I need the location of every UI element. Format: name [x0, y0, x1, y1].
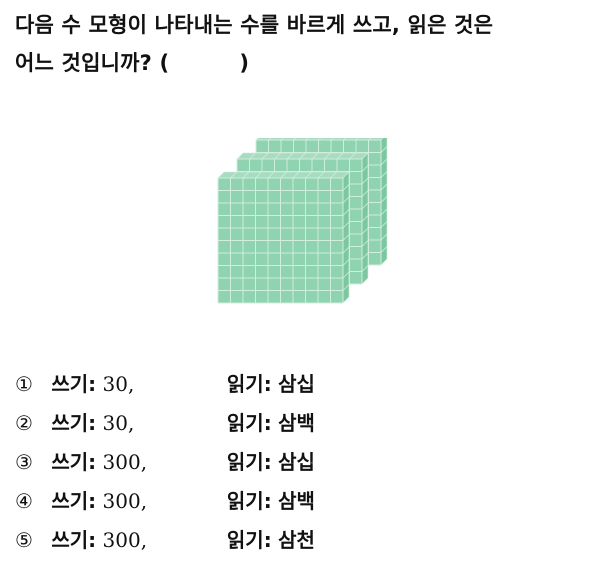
choice-3[interactable]: ③ 쓰기: 300, 읽기: 삼십	[15, 443, 575, 482]
write-value: 300,	[102, 450, 148, 474]
choice-marker: ④	[15, 489, 33, 513]
answer-choices: ① 쓰기: 30, 읽기: 삼십 ② 쓰기: 30, 읽기: 삼백 ③ 쓰기: …	[15, 365, 575, 560]
hundred-flats-icon	[217, 133, 388, 304]
choice-5[interactable]: ⑤ 쓰기: 300, 읽기: 삼천	[15, 521, 575, 560]
question-line-2-prefix: 어느 것입니까? (	[15, 51, 170, 75]
question-line-1: 다음 수 모형이 나타내는 수를 바르게 쓰고, 읽은 것은	[15, 13, 494, 37]
read-value: 삼백	[278, 489, 315, 513]
write-value: 300,	[102, 489, 148, 513]
read-label: 읽기:	[226, 372, 272, 396]
question-text: 다음 수 모형이 나타내는 수를 바르게 쓰고, 읽은 것은 어느 것입니까? …	[15, 6, 595, 82]
choice-marker: ⑤	[15, 528, 33, 552]
write-label: 쓰기:	[51, 489, 97, 513]
question-line-2-suffix: )	[239, 51, 250, 75]
choice-marker: ①	[15, 372, 33, 396]
read-value: 삼백	[278, 411, 315, 435]
choice-1[interactable]: ① 쓰기: 30, 읽기: 삼십	[15, 365, 575, 404]
write-label: 쓰기:	[51, 528, 97, 552]
read-label: 읽기:	[226, 489, 272, 513]
read-value: 삼십	[278, 450, 315, 474]
write-label: 쓰기:	[51, 450, 97, 474]
choice-marker: ③	[15, 450, 33, 474]
choice-2[interactable]: ② 쓰기: 30, 읽기: 삼백	[15, 404, 575, 443]
write-value: 30,	[102, 411, 135, 435]
write-value: 300,	[102, 528, 148, 552]
read-label: 읽기:	[226, 528, 272, 552]
base-ten-blocks-figure	[213, 133, 393, 308]
write-label: 쓰기:	[51, 372, 97, 396]
read-label: 읽기:	[226, 411, 272, 435]
write-value: 30,	[102, 372, 135, 396]
question-line-2: 어느 것입니까? ()	[15, 44, 595, 82]
choice-marker: ②	[15, 411, 33, 435]
choice-4[interactable]: ④ 쓰기: 300, 읽기: 삼백	[15, 482, 575, 521]
write-label: 쓰기:	[51, 411, 97, 435]
read-value: 삼천	[278, 528, 315, 552]
read-label: 읽기:	[226, 450, 272, 474]
read-value: 삼십	[278, 372, 315, 396]
